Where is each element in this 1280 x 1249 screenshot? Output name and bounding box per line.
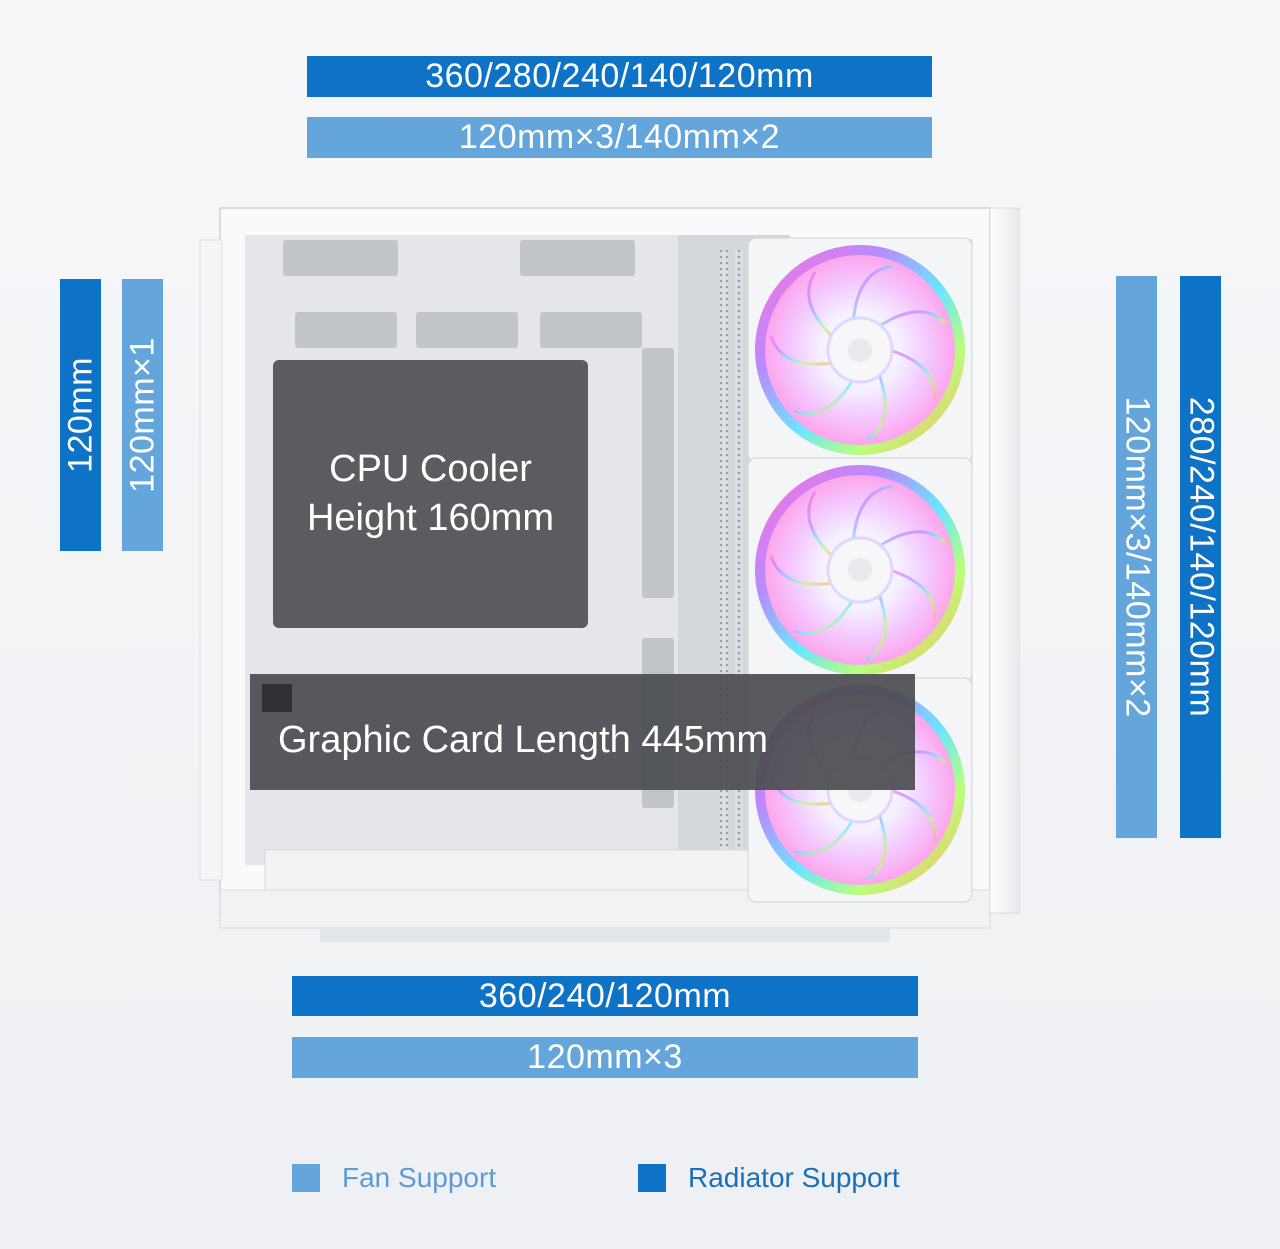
top-radiator-support-bar: 360/280/240/140/120mm [307, 56, 932, 97]
cpu-cooler-label-line1: CPU Cooler [329, 448, 532, 490]
rear-fan-support-bar: 120mm×1 [122, 279, 163, 551]
top-fan-support-label: 120mm×3/140mm×2 [458, 118, 781, 156]
bottom-fan-support-bar: 120mm×3 [292, 1037, 918, 1078]
pc-case-illustration: CPU Cooler Height 160mm Graphic Card Len… [190, 200, 1021, 950]
fan-support-legend-label: Fan Support [342, 1162, 497, 1193]
rgb-fan [747, 237, 973, 463]
graphic-card-length-label: Graphic Card Length 445mm [278, 719, 769, 761]
fan-support-swatch [292, 1164, 320, 1192]
cpu-cooler-height-label: CPU Cooler Height 160mm [273, 445, 588, 544]
rgb-fan [747, 457, 973, 683]
bottom-fan-support-label: 120mm×3 [527, 1038, 683, 1076]
front-fans-group [747, 237, 973, 903]
top-radiator-support-label: 360/280/240/140/120mm [425, 57, 814, 95]
rear-fan-support-label: 120mm×1 [123, 337, 161, 493]
radiator-support-swatch [638, 1164, 666, 1192]
front-radiator-support-bar: 280/240/140/120mm [1180, 276, 1221, 838]
cpu-cooler-label-line2: Height 160mm [306, 497, 555, 540]
front-fan-support-bar: 120mm×3/140mm×2 [1116, 276, 1157, 838]
front-radiator-support-label: 280/240/140/120mm [1182, 396, 1220, 718]
rear-radiator-support-label: 120mm [61, 357, 99, 473]
radiator-support-legend-label: Radiator Support [688, 1162, 900, 1193]
bottom-radiator-support-label: 360/240/120mm [478, 976, 732, 1015]
bottom-radiator-support-bar: 360/240/120mm [292, 976, 918, 1016]
legend-fan-support: Fan Support [292, 1162, 496, 1194]
legend-radiator-support: Radiator Support [638, 1162, 900, 1194]
front-fan-support-label: 120mm×3/140mm×2 [1118, 396, 1156, 718]
top-fan-support-bar: 120mm×3/140mm×2 [307, 117, 932, 158]
pc-case-drawing [199, 207, 1021, 942]
rear-radiator-support-bar: 120mm [60, 279, 101, 551]
